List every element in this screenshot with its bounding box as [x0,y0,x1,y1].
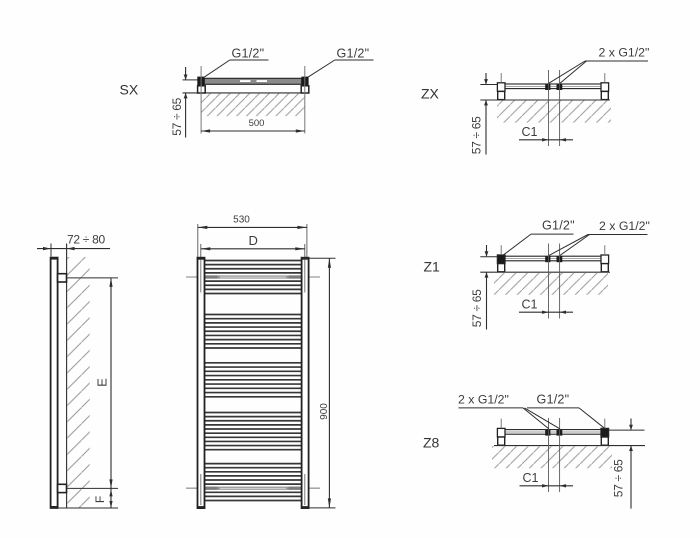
svg-text:ZX: ZX [421,86,440,102]
svg-text:C1: C1 [522,125,538,139]
svg-text:C1: C1 [522,298,538,312]
svg-text:500: 500 [249,118,265,129]
svg-text:C1: C1 [523,471,539,485]
svg-text:Z1: Z1 [424,259,441,275]
svg-text:G1/2": G1/2" [537,392,570,406]
svg-text:2 x G1/2": 2 x G1/2" [599,46,650,60]
svg-text:G1/2": G1/2" [337,47,370,61]
svg-text:900: 900 [319,403,330,420]
svg-text:F: F [93,496,107,503]
svg-text:2 x G1/2": 2 x G1/2" [599,219,650,233]
svg-text:2 x G1/2": 2 x G1/2" [458,392,509,406]
svg-text:530: 530 [233,215,250,226]
svg-text:D: D [249,233,258,248]
svg-text:G1/2": G1/2" [542,219,575,233]
svg-text:57 ÷ 65: 57 ÷ 65 [470,289,484,327]
svg-text:57 ÷ 65: 57 ÷ 65 [469,116,483,154]
svg-text:Z8: Z8 [423,435,440,451]
svg-text:G1/2": G1/2" [232,47,265,61]
svg-text:SX: SX [120,82,139,98]
svg-text:57 ÷ 65: 57 ÷ 65 [612,459,626,497]
svg-text:72 ÷ 80: 72 ÷ 80 [67,233,105,247]
svg-text:57 ÷ 65: 57 ÷ 65 [170,97,184,135]
svg-text:E: E [95,378,110,387]
